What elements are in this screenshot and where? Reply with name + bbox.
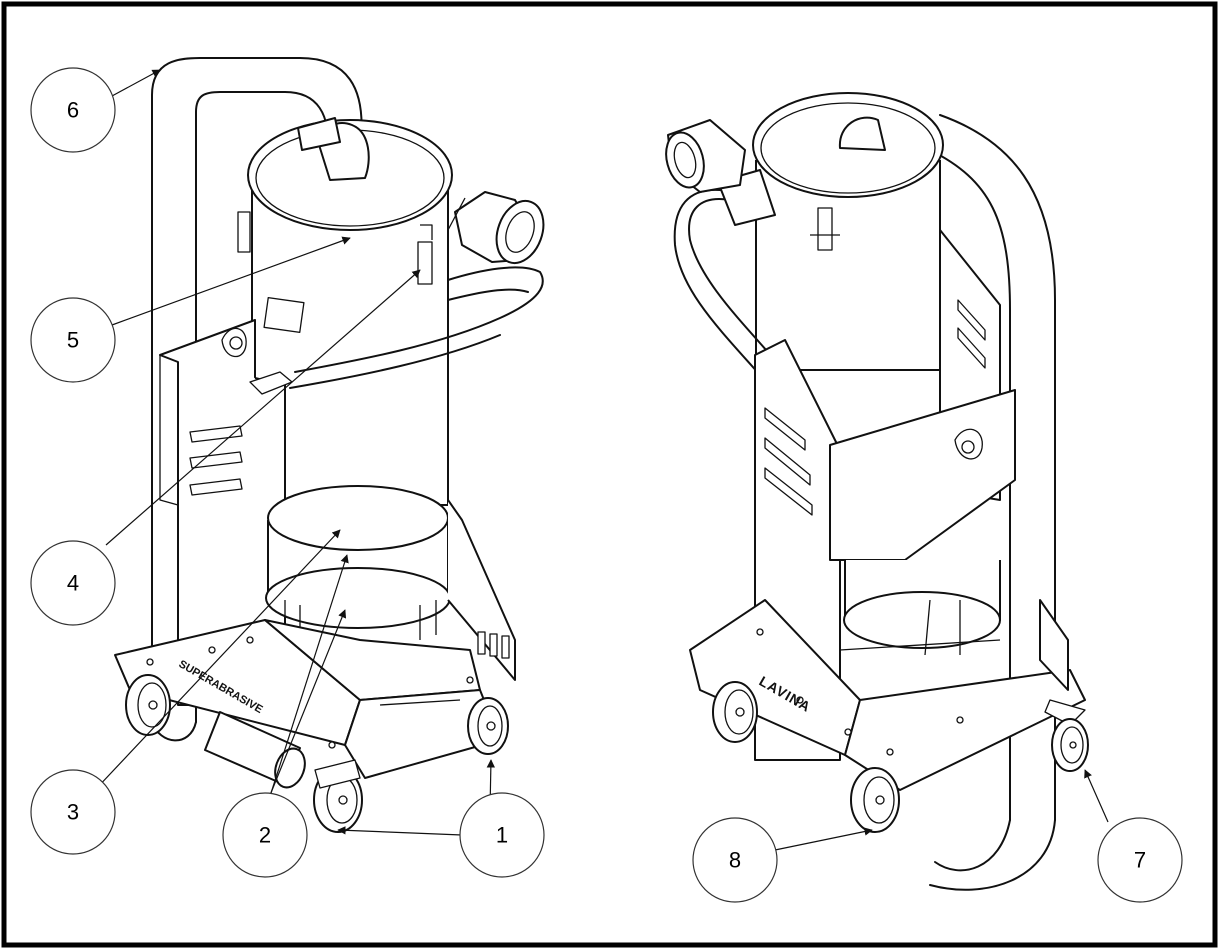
- callout-number: 6: [67, 98, 79, 123]
- callout-8: 8: [692, 817, 778, 903]
- callout-5: 5: [30, 297, 116, 383]
- caster-wheel: [1051, 718, 1089, 772]
- left-view-vacuum: SUPERABRASIVE: [114, 57, 545, 833]
- callout-number: 5: [67, 328, 79, 353]
- caster-wheel: [850, 767, 900, 833]
- caster-wheel: [313, 759, 363, 833]
- right-view-vacuum: LAVINA: [665, 92, 1089, 891]
- callout-7: 7: [1097, 817, 1183, 903]
- leader-lines: [94, 69, 1109, 851]
- callout-2: 2: [222, 792, 308, 878]
- callout-3: 3: [30, 769, 116, 855]
- callout-number: 4: [67, 571, 79, 596]
- callout-number: 8: [729, 848, 741, 873]
- caster-wheel: [467, 697, 509, 755]
- callout-number: 2: [259, 823, 271, 848]
- callout-number: 7: [1134, 848, 1146, 873]
- callout-number: 3: [67, 800, 79, 825]
- caster-wheel: [712, 681, 758, 743]
- callout-4: 4: [30, 540, 116, 626]
- callout-1: 1: [459, 792, 545, 878]
- callout-6: 6: [30, 67, 116, 153]
- caster-wheel: [125, 674, 171, 736]
- callout-number: 1: [496, 823, 508, 848]
